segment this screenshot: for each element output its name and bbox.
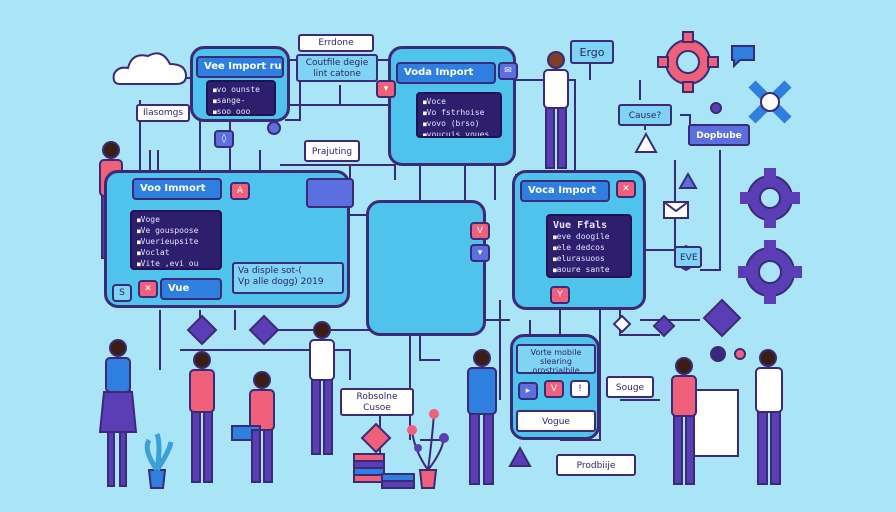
code-panel-center-mid [366,200,486,336]
coutfile-label: Coutfile degie lint catone [296,54,378,82]
code-line: vo ounste [213,85,269,96]
chat-icon [731,45,755,69]
chip-a[interactable]: A [230,182,250,200]
code-block-top-left: vo ounste sange- soo ooo [206,80,276,116]
code-block-center-top: Voce Vo fstrhoise vovo (brso) voucuis vo… [416,92,502,138]
code-line: voucuis voues [423,130,495,136]
center-lines-box [306,178,354,208]
code-line: elurasuoos [553,254,625,265]
dopbube-label: Dopbube [688,124,750,146]
code-line: vovo (brso) [423,119,495,130]
chip-triangle[interactable]: ▾ [470,244,490,262]
vogue-label: Vogue ivsopliet [516,410,596,432]
vp-line-1: Va disple sot-( [238,266,302,276]
chip-v2[interactable]: V [544,380,564,398]
eve-label: EVE [674,246,702,268]
vp-info-box: Va disple sot-( Vp alle dogg) 2019 [232,262,344,294]
code-line: Ve gouspoose [137,226,215,237]
ergo-label: Ergo [570,40,614,64]
code-block-left-mid: Voge Ve gouspoose Vuerieupsite Voclat Vi… [130,210,222,270]
vorte-label: Vorte mobile slearing orostrialbile cout… [516,344,596,374]
chip-y[interactable]: Y [550,286,570,304]
code-line: Vite ,evi ou [137,259,215,268]
chip-warn2[interactable]: ! [570,380,590,398]
code-line: Vo fstrhoise [423,108,495,119]
gear-icon [738,240,802,304]
chip-s[interactable]: S [112,284,132,302]
robsolne-label: Robsolne Cusoe reggtion [340,388,414,416]
sougo-label: Souge [606,376,654,398]
vue-small-bar[interactable]: Vue [160,278,222,300]
chip-x-right[interactable]: ✕ [616,180,636,198]
cloud-icon [112,52,188,85]
envelope-icon [663,201,689,219]
code-line: soo ooo [213,107,269,114]
vp-line-2: Vp alle dogg) 2019 [238,277,324,287]
book-stack-icon [353,453,415,489]
prodible-label: Prodbiije sotion [556,454,636,476]
gear-icon [740,168,800,228]
prajuting-label: Prajuting [304,140,360,162]
chip-warning[interactable]: ▾ [376,80,396,98]
plant-icon [407,409,449,489]
right-mid-import-bar[interactable]: Voca Import [520,180,610,202]
chip-arrow[interactable]: ▸ [518,382,538,400]
code-line: eve doogile [553,232,625,243]
chip-diamond[interactable]: ◊ [214,130,234,148]
gear-icon [657,31,719,93]
code-line: sange- [213,96,269,107]
code-line: Voclat [137,248,215,259]
ilasomgs-label: Ilasomgs [136,104,190,122]
cross-icon [748,80,792,124]
code-line: Voge [137,215,215,226]
chip-envelope[interactable]: ✉ [498,62,518,80]
code-line: ele dedcos [553,243,625,254]
center-top-import-bar[interactable]: Voda Import [396,62,496,84]
vue-ffals-title: Vue Ffals [553,220,608,231]
code-block-right-mid: Vue Ffals eve doogile ele dedcos elurasu… [546,214,632,278]
diamond-icon [186,298,742,454]
chip-x[interactable]: ✕ [138,280,158,298]
cause-label: Cause? [618,104,672,126]
left-mid-import-bar[interactable]: Voo Immort [132,178,222,200]
code-line: Voce [423,97,495,108]
code-line: aoure sante [553,265,625,276]
top-left-import-bar[interactable]: Vee Import rum- [196,56,284,78]
chip-v[interactable]: V [470,222,490,240]
plant-icon [144,433,174,489]
code-line: Vuerieupsite [137,237,215,248]
errdone-label: Errdone [298,34,374,52]
